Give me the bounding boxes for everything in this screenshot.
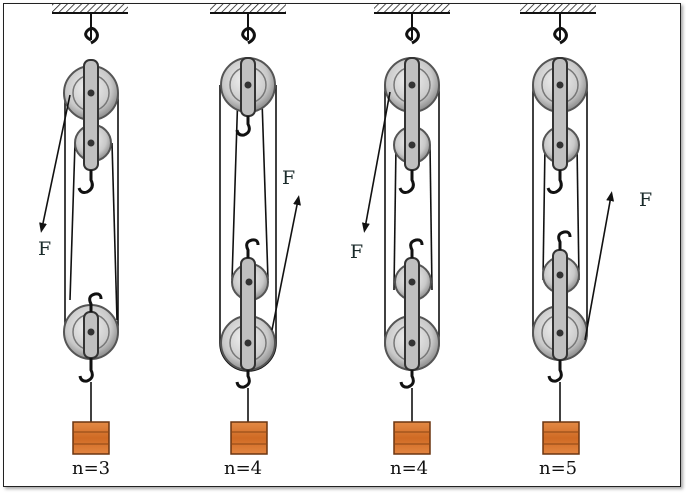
- force-arrow: [271, 195, 301, 331]
- weight-block: [542, 421, 580, 455]
- rope: [393, 144, 397, 291]
- pulley-system-1: F n=3: [38, 3, 128, 479]
- pulley-count-label: n=5: [539, 458, 577, 479]
- rope: [111, 142, 118, 321]
- force-arrow: [39, 94, 71, 233]
- force-arrow: [584, 191, 615, 341]
- hook-icon: [409, 238, 424, 258]
- hook-icon: [84, 26, 99, 45]
- rope: [231, 89, 239, 281]
- pulley-strap: [404, 257, 420, 371]
- rope: [576, 144, 580, 281]
- rope: [261, 99, 269, 281]
- ceiling-mount: [374, 3, 450, 13]
- hook-icon: [546, 170, 563, 194]
- hook-icon: [553, 26, 568, 45]
- hook-icon: [547, 360, 563, 383]
- pulley-strap: [552, 57, 568, 171]
- ceiling-mount: [52, 3, 128, 13]
- hook-icon: [399, 370, 415, 389]
- ceiling-mount: [520, 3, 596, 13]
- force-label: F: [350, 241, 363, 263]
- hook-icon: [235, 370, 251, 389]
- ceiling-mount: [210, 3, 286, 13]
- pulley-system-3: F n=4: [350, 3, 450, 479]
- pulley-count-label: n=4: [390, 458, 428, 479]
- rope: [69, 142, 76, 301]
- hook-icon: [78, 358, 94, 383]
- hook-icon: [88, 292, 103, 312]
- force-label: F: [282, 167, 295, 189]
- hook-icon: [398, 170, 415, 194]
- force-arrow: [361, 91, 391, 233]
- rope: [542, 144, 546, 281]
- pulley-strap: [404, 57, 420, 171]
- pulley-count-label: n=3: [72, 458, 110, 479]
- pulley-strap: [83, 59, 99, 171]
- hook-icon: [77, 170, 94, 194]
- rope: [429, 144, 433, 291]
- hook-icon: [245, 238, 260, 258]
- force-label: F: [38, 238, 51, 260]
- force-label: F: [639, 189, 652, 211]
- pulley-count-label: n=4: [224, 458, 262, 479]
- hook-icon: [235, 116, 251, 137]
- pulley-system-4: F n=5: [520, 3, 652, 479]
- pulley-strap: [552, 249, 568, 361]
- hook-icon: [557, 230, 572, 250]
- hook-icon: [241, 26, 256, 45]
- pulley-system-2: F n=4: [210, 3, 301, 479]
- weight-block: [393, 421, 431, 455]
- hook-icon: [405, 26, 420, 45]
- pulley-strap: [240, 257, 256, 371]
- weight-block: [230, 421, 268, 455]
- weight-block: [72, 421, 110, 455]
